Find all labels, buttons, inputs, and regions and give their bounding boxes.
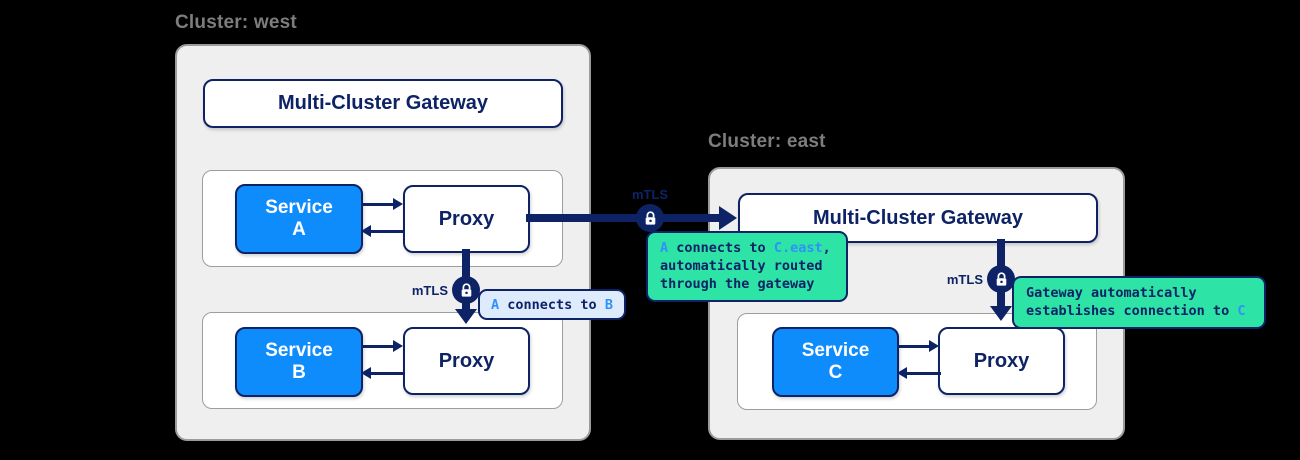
arrow-service-a-to-proxy	[361, 203, 395, 206]
arrowhead-down-icon	[455, 309, 477, 324]
arrow-service-c-to-proxy	[897, 345, 931, 348]
arrow-proxy-to-service-b	[371, 372, 405, 375]
mtls-link-west-to-east	[526, 214, 720, 222]
padlock-glyph	[461, 282, 471, 297]
arrowhead-right-icon	[719, 206, 737, 230]
mtls-label-west-vertical: mTLS	[411, 283, 448, 298]
cluster-east-title: Cluster: east	[708, 131, 826, 152]
tooltip-text-line1: Gateway automatically	[1026, 285, 1197, 301]
service-a-label-line1: Service	[265, 196, 333, 218]
proxy-b-node: Proxy	[403, 327, 530, 395]
tooltip-text-line2: automatically routed	[660, 258, 823, 274]
west-gateway-label: Multi-Cluster Gateway	[277, 92, 489, 114]
service-b-label-line1: Service	[265, 339, 333, 361]
arrowhead-left-icon	[897, 367, 907, 379]
tooltip-text-line3: through the gateway	[660, 276, 815, 292]
tooltip-text-line2: establishes connection to C	[1026, 303, 1246, 319]
tooltip-gateway-connects-to-c: Gateway automatically establishes connec…	[1012, 276, 1266, 329]
arrow-proxy-to-service-a	[371, 230, 405, 233]
service-c-label-line1: Service	[801, 339, 870, 361]
tooltip-a-connects-to-c-east: A connects to C.east, automatically rout…	[646, 231, 848, 302]
mtls-lock-icon	[987, 265, 1015, 293]
arrowhead-right-icon	[393, 340, 403, 352]
arrowhead-down-icon	[990, 306, 1012, 321]
arrowhead-right-icon	[929, 340, 939, 352]
service-b-label-line2: B	[292, 362, 306, 383]
arrowhead-right-icon	[393, 198, 403, 210]
mtls-label-horizontal: mTLS	[631, 187, 669, 202]
tooltip-a-connects-to-b: A connects to B	[478, 289, 626, 320]
tooltip-text-line1: A connects to C.east,	[660, 240, 831, 256]
service-b-node: Service B	[235, 327, 363, 397]
west-gateway-node: Multi-Cluster Gateway	[203, 79, 563, 128]
arrowhead-left-icon	[361, 225, 371, 237]
arrow-service-b-to-proxy	[361, 345, 395, 348]
proxy-a-node: Proxy	[403, 185, 530, 253]
mtls-lock-icon	[636, 204, 664, 232]
cluster-west-title: Cluster: west	[175, 12, 297, 33]
arrowhead-left-icon	[361, 367, 371, 379]
mtls-label-east-vertical: mTLS	[946, 272, 983, 287]
east-gateway-label: Multi-Cluster Gateway	[812, 206, 1024, 229]
service-c-label-line2: C	[828, 362, 843, 383]
tooltip-text: A connects to B	[491, 296, 613, 313]
padlock-glyph	[996, 271, 1006, 286]
proxy-c-label: Proxy	[973, 349, 1030, 372]
proxy-a-label: Proxy	[438, 207, 495, 230]
proxy-b-label: Proxy	[438, 349, 495, 372]
padlock-glyph	[645, 210, 655, 225]
service-a-label-line2: A	[292, 219, 306, 240]
arrow-proxy-to-service-c	[907, 372, 941, 375]
service-a-node: Service A	[235, 184, 363, 254]
mtls-lock-icon	[452, 276, 480, 304]
proxy-c-node: Proxy	[938, 327, 1065, 395]
service-c-node: Service C	[772, 327, 899, 397]
